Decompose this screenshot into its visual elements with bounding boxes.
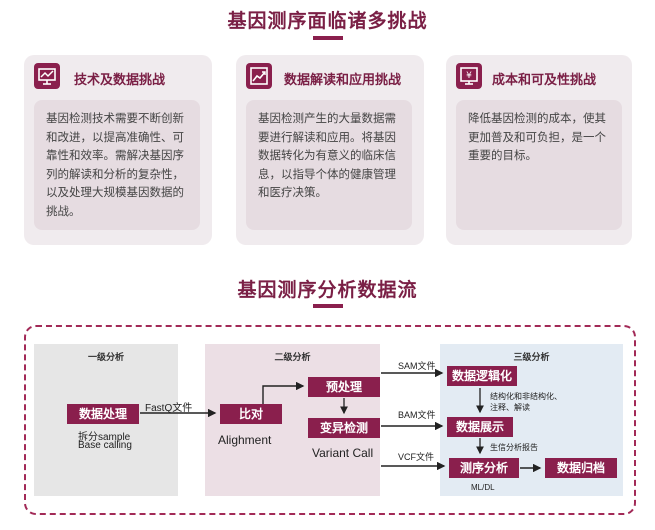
yen-screen-icon: ¥: [456, 63, 482, 89]
challenge-card-title: 数据解读和应用挑战: [284, 72, 402, 87]
challenge-card-body: 基因检测产生的大量数据需要进行解读和应用。将基因数据转化为有意义的临床信息，以指…: [246, 100, 412, 230]
challenge-card-body: 基因检测技术需要不断创新和改进，以提高准确性、可靠性和效率。需解决基因序列的解读…: [34, 100, 200, 230]
preprocess-node: 预处理: [308, 377, 380, 397]
challenges-title: 基因测序面临诸多挑战: [227, 11, 428, 32]
seq-analysis-node: 测序分析: [449, 458, 519, 478]
flow-title-underline: [313, 304, 343, 308]
bioinfo-report-text: 生信分析报告: [490, 443, 538, 452]
level1-label: 一级分析: [87, 352, 124, 362]
monitor-chart-icon: [34, 63, 60, 89]
challenge-card-tech: 技术及数据挑战 基因检测技术需要不断创新和改进，以提高准确性、可靠性和效率。需解…: [24, 55, 212, 245]
data-archive-node: 数据归档: [545, 458, 617, 478]
level2-label: 二级分析: [274, 352, 311, 362]
ml-dl-text: ML/DL: [471, 483, 495, 492]
logic-desc-annotation: 注释、解读: [490, 403, 530, 412]
challenge-card-cost: ¥ 成本和可及性挑战 降低基因检测的成本，使其更加普及和可负担，是一个重要的目标…: [446, 55, 632, 245]
bam-file-label: BAM文件: [398, 410, 436, 420]
data-logic-node: 数据逻辑化: [447, 366, 517, 386]
level1-desc-basecalling: Base calling: [78, 440, 132, 451]
challenge-card-title: 成本和可及性挑战: [492, 72, 597, 87]
challenge-card-title: 技术及数据挑战: [74, 72, 166, 87]
flow-container: [24, 325, 636, 515]
variant-call-text: Variant Call: [312, 446, 374, 460]
level1-desc-split: 拆分sample: [78, 432, 131, 443]
data-processing-node: 数据处理: [67, 404, 139, 424]
trend-chart-icon: [246, 63, 272, 89]
sam-file-label: SAM文件: [398, 361, 436, 371]
alignment-node: 比对: [220, 404, 282, 424]
alignment-text: Alighment: [218, 433, 272, 447]
variant-detection-node: 变异检测: [308, 418, 380, 438]
logic-desc-structured: 结构化和非结构化、: [490, 392, 562, 401]
level3-label: 三级分析: [513, 352, 550, 362]
data-display-node: 数据展示: [447, 417, 513, 437]
arrow-align-preprocess: [262, 381, 305, 404]
flow-title: 基因测序分析数据流: [237, 280, 418, 301]
challenges-title-underline: [313, 36, 343, 40]
svg-text:¥: ¥: [466, 71, 472, 81]
vcf-file-label: VCF文件: [398, 452, 435, 462]
challenge-card-data: 数据解读和应用挑战 基因检测产生的大量数据需要进行解读和应用。将基因数据转化为有…: [236, 55, 424, 245]
fastq-label: FastQ文件: [145, 403, 193, 414]
challenge-card-body: 降低基因检测的成本，使其更加普及和可负担，是一个重要的目标。: [456, 100, 622, 230]
